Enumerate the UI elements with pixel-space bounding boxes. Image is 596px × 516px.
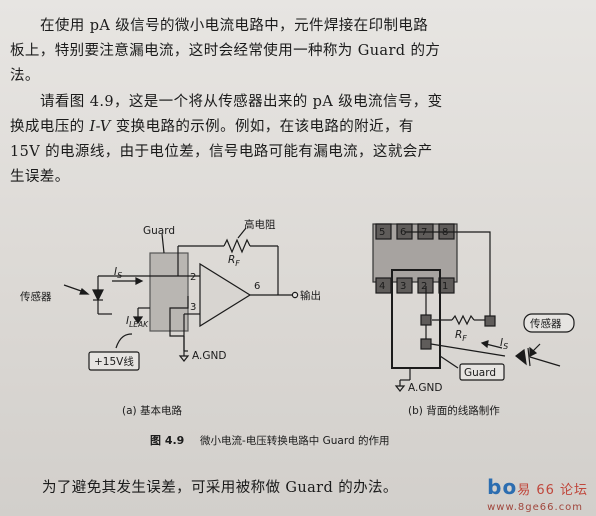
p1-line-2: 板上，特别要注意漏电流，这时会经常使用一种称为 Guard 的方 (10, 43, 441, 59)
guard-label-a: Guard (143, 225, 175, 237)
p1-line-3: 法。 (10, 68, 40, 84)
p2-line-2-a: 换成电压的 (10, 119, 90, 135)
pin-5-b: 5 (379, 227, 385, 238)
figure-svg: Guard 高电阻 RF IS 传感器 2 3 6 输出 ILEAK +15V线… (20, 218, 575, 447)
watermark-site: 易 66 论坛 (517, 483, 588, 498)
output-label: 输出 (300, 289, 321, 302)
is-label-a: IS (114, 266, 122, 280)
guard-shade (149, 252, 189, 332)
rf-label-b: RF (455, 329, 467, 343)
p2-line-4: 生误差。 (10, 169, 70, 185)
p2-line-2: 换成电压的 I-V 变换电路的示例。例如，在该电路的附近，有 (10, 115, 490, 140)
pin-4-b: 4 (379, 281, 385, 292)
iv-italic: I-V (89, 119, 111, 135)
paragraph-2: 请看图 4.9，这是一个将从传感器出来的 pA 级电流信号，变 换成电压的 I-… (10, 90, 490, 190)
pin-3-b: 3 (400, 281, 406, 292)
watermark-logo: bo (487, 475, 518, 499)
p1-line-1: 在使用 pA 级信号的微小电流电路中，元件焊接在印制电路 (40, 18, 429, 34)
watermark-url: www.8ge66.com (487, 502, 584, 513)
pin-numbers-top: 5 6 7 8 (379, 227, 448, 238)
pin-1-b: 1 (442, 281, 448, 292)
sensor-label-a: 传感器 (20, 290, 52, 303)
caption-b: (b) 背面的线路制作 (408, 404, 500, 417)
paragraph-1: 在使用 pA 级信号的微小电流电路中，元件焊接在印制电路 板上，特别要注意漏电流… (10, 14, 490, 89)
is-label-b: IS (500, 337, 508, 351)
opamp-triangle (199, 262, 252, 328)
p2-line-1: 请看图 4.9，这是一个将从传感器出来的 pA 级电流信号，变 (40, 94, 443, 110)
high-resistor-label: 高电阻 (244, 218, 276, 231)
figure-caption: 微小电流-电压转换电路中 Guard 的作用 (200, 434, 390, 447)
p2-line-2-b: 变换电路的示例。例如，在该电路的附近，有 (110, 119, 414, 135)
pin-6: 6 (254, 281, 260, 292)
pin-7-b: 7 (421, 227, 427, 238)
pin-numbers-bottom: 4 3 2 1 (379, 281, 448, 292)
agnd-label-b: A.GND (408, 382, 442, 394)
figure-number: 图 4.9 (150, 434, 184, 447)
guard-label-b: Guard (464, 367, 496, 379)
pin-2-b: 2 (421, 281, 427, 292)
agnd-label-a: A.GND (192, 350, 226, 362)
pin-6-b: 6 (400, 227, 406, 238)
pin-2: 2 (190, 272, 196, 283)
v15-label: +15V线 (94, 355, 134, 368)
watermark: bo易 66 论坛 www.8ge66.com (487, 475, 588, 514)
pin-3: 3 (190, 302, 196, 313)
ileak-label: ILEAK (126, 315, 149, 329)
rf-label-a: RF (228, 254, 240, 268)
caption-a: (a) 基本电路 (122, 404, 182, 417)
paragraph-3: 为了避免其发生误差，可采用被称做 Guard 的办法。 (42, 480, 398, 496)
p2-line-3: 15V 的电源线，由于电位差，信号电路可能有漏电流，这就会产 (10, 144, 433, 160)
pin-8-b: 8 (442, 227, 448, 238)
figure-4-9: Guard 高电阻 RF IS 传感器 2 3 6 输出 ILEAK +15V线… (0, 196, 596, 466)
sensor-label-b: 传感器 (530, 317, 562, 330)
